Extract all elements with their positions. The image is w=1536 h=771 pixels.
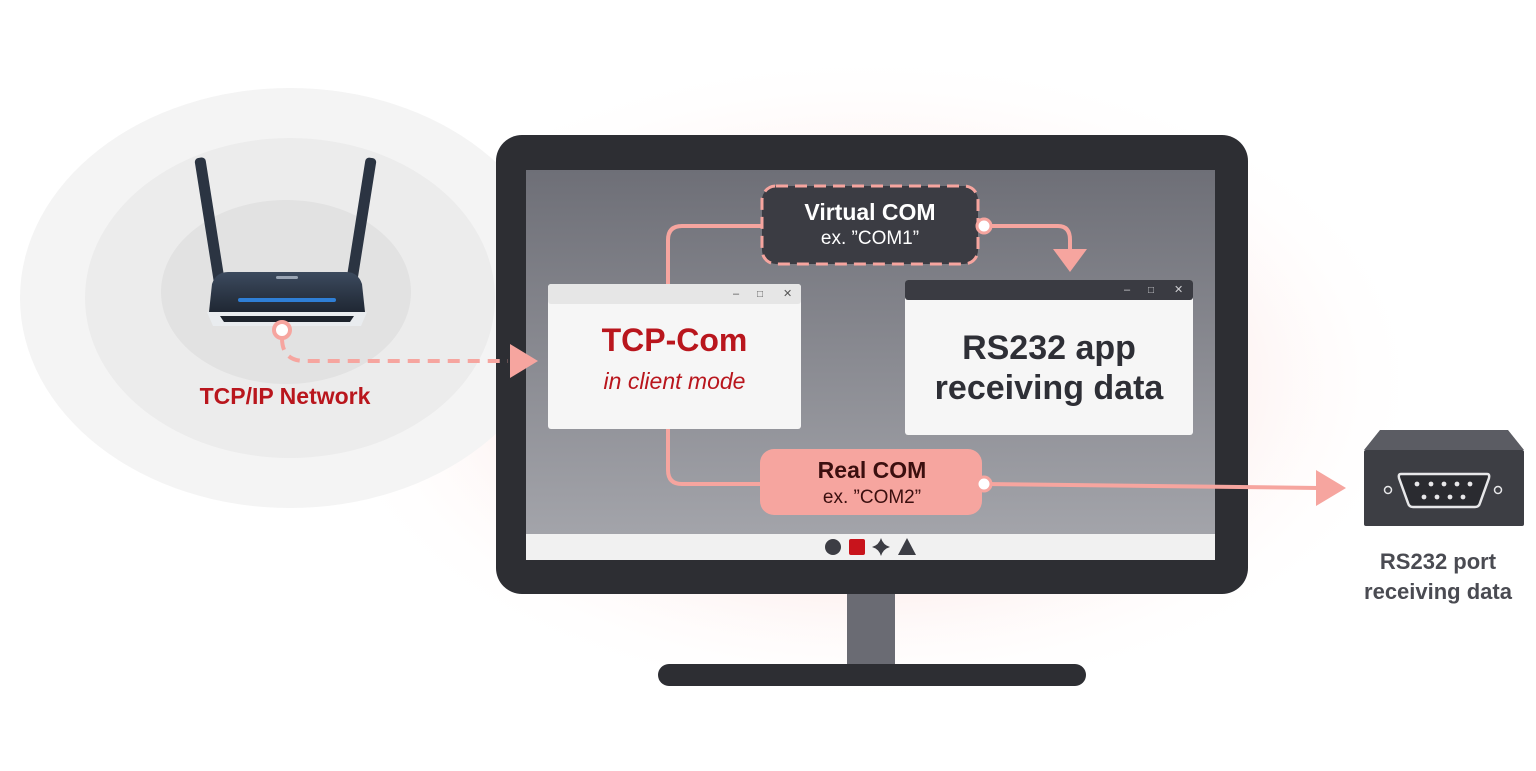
maximize-icon[interactable]: □ bbox=[757, 289, 763, 300]
taskbar bbox=[825, 538, 916, 556]
rs232-port-icon bbox=[1364, 430, 1524, 526]
triangle-icon[interactable] bbox=[898, 538, 916, 555]
real-com-example: ex. ”COM2” bbox=[822, 487, 922, 508]
rs232-app-window[interactable]: – □ ✕ bbox=[905, 280, 1193, 435]
virtual-com-example: ex. ”COM1” bbox=[820, 228, 920, 249]
rs232-app-line1: RS232 app bbox=[962, 329, 1136, 367]
real-com-node[interactable] bbox=[760, 449, 982, 515]
real-com-title: Real COM bbox=[817, 457, 927, 483]
minimize-icon[interactable]: – bbox=[733, 288, 740, 300]
virtual-to-app-arrowhead bbox=[1053, 249, 1087, 272]
minimize-icon[interactable]: – bbox=[1124, 284, 1131, 296]
connectors bbox=[272, 224, 1346, 506]
virtual-com-title: Virtual COM bbox=[804, 199, 936, 225]
rs232-port-line1: RS232 port bbox=[1379, 549, 1497, 574]
rs232-port-line2: receiving data bbox=[1364, 579, 1512, 604]
circle-icon[interactable] bbox=[825, 539, 841, 555]
sparkle-icon[interactable] bbox=[872, 538, 890, 556]
square-icon[interactable] bbox=[849, 539, 865, 555]
tcp-to-virtual-connector bbox=[666, 224, 764, 284]
router-port-dot bbox=[272, 320, 292, 340]
tcp-com-subtitle: in client mode bbox=[603, 368, 746, 394]
real-to-port-arrowhead bbox=[1316, 470, 1346, 506]
close-icon[interactable]: ✕ bbox=[783, 288, 792, 300]
virtual-to-app-connector bbox=[984, 224, 1072, 250]
real-to-port-connector bbox=[983, 482, 1319, 490]
network-dashed-connector bbox=[280, 337, 508, 363]
tcp-com-window[interactable]: – □ ✕ bbox=[548, 284, 801, 429]
tcp-ip-network-label: TCP/IP Network bbox=[199, 383, 371, 409]
rs232-port-label: RS232 port receiving data bbox=[1340, 547, 1536, 607]
close-icon[interactable]: ✕ bbox=[1174, 284, 1183, 296]
real-com-dot bbox=[975, 475, 993, 493]
virtual-com-dot bbox=[975, 217, 993, 235]
rs232-app-title: RS232 app receiving data bbox=[905, 328, 1193, 408]
router-icon bbox=[194, 157, 377, 326]
tcp-to-real-connector bbox=[666, 429, 764, 486]
rs232-app-line2: receiving data bbox=[934, 369, 1164, 407]
tcp-com-title: TCP-Com bbox=[601, 322, 748, 358]
network-arrowhead bbox=[510, 344, 538, 378]
maximize-icon[interactable]: □ bbox=[1148, 285, 1154, 296]
